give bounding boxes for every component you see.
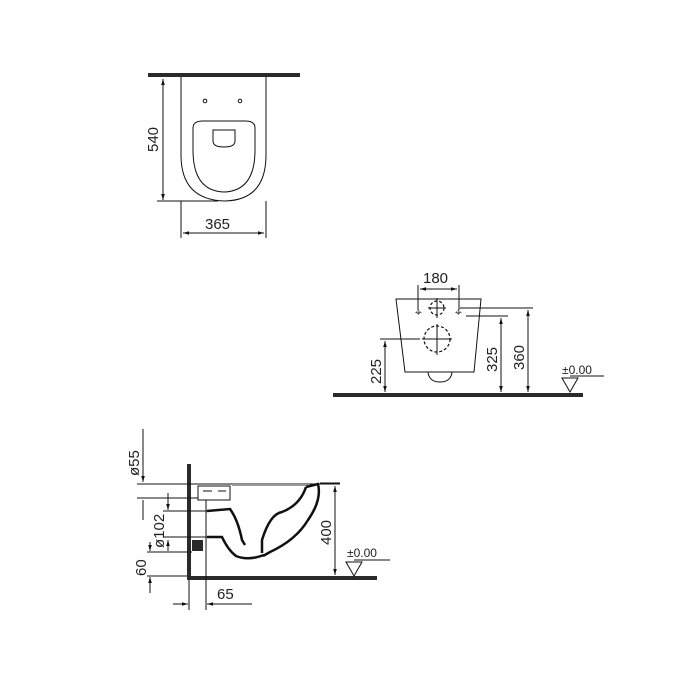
width-label: 365	[205, 216, 230, 233]
side-level-triangle-icon	[345, 561, 363, 578]
front-view-body	[395, 298, 482, 373]
side-view-wall	[187, 464, 191, 580]
front-view-outlet	[427, 371, 453, 383]
inlet-diameter-label: ø55	[126, 450, 143, 476]
level-triangle-icon	[561, 377, 579, 394]
front-view: ⌖ ⌖ 180 225 325 360 ±0.00	[333, 270, 604, 397]
fixing-height-label: 325	[484, 347, 501, 372]
top-view-wall	[148, 73, 300, 77]
fixing-hole-icon	[202, 98, 208, 104]
outlet-diameter-label: ø102	[151, 514, 168, 548]
outlet-pipe	[192, 540, 203, 551]
top-view-bowl-opening	[212, 129, 236, 148]
inlet-block	[197, 485, 231, 501]
inlet-height-label: 225	[368, 359, 385, 384]
top-height-label: 360	[511, 345, 528, 370]
depth-label: 540	[145, 127, 162, 152]
bowl-inner-wall	[260, 486, 308, 553]
trap-lower	[207, 535, 265, 560]
side-view: 400 ±0.00 ø55 ø102 60 65	[126, 429, 390, 610]
fixing-marker-right-icon: ⌖	[455, 305, 462, 319]
front-view-floor	[333, 393, 583, 397]
trap-upper	[206, 507, 247, 546]
top-view: 540 365	[145, 73, 300, 238]
wall-offset-label: 65	[217, 586, 234, 603]
side-floor-level-label: ±0.00	[347, 546, 377, 560]
top-view-seat	[192, 120, 256, 193]
rim-height-label: 400	[318, 520, 335, 545]
front-floor-level-label: ±0.00	[562, 363, 592, 377]
fixing-hole-icon	[237, 98, 243, 104]
side-view-floor	[187, 576, 377, 580]
bowl-front-wall	[262, 482, 321, 558]
fixing-marker-left-icon: ⌖	[415, 305, 422, 319]
top-view-bowl-outline	[180, 77, 267, 202]
spacing-label: 180	[423, 270, 448, 287]
outlet-height-label: 60	[133, 559, 150, 576]
